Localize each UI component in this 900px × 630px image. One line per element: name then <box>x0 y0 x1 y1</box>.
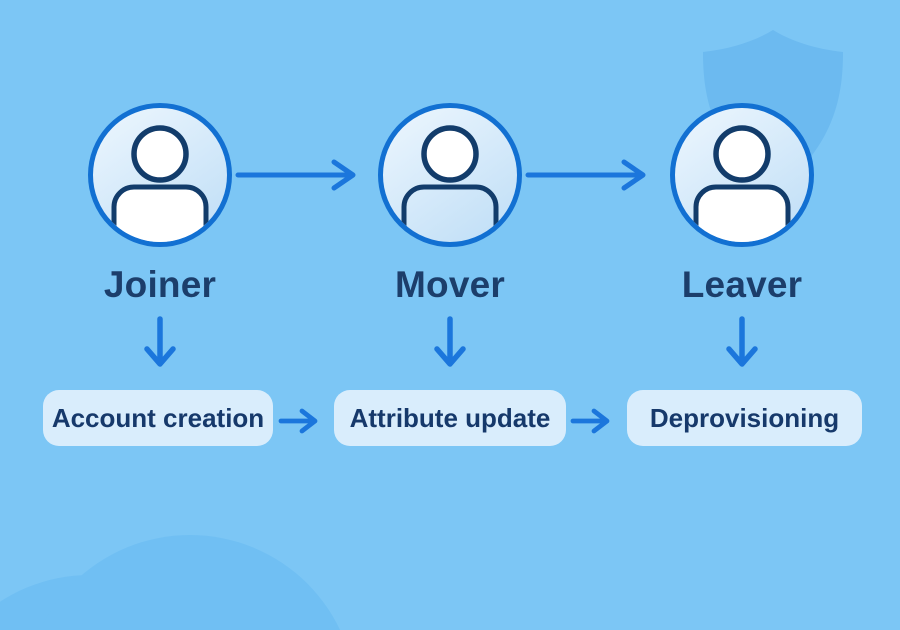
mover-label: Mover <box>395 264 505 305</box>
attribute-update-box: Attribute update <box>334 390 566 446</box>
arrow-right-icon <box>570 408 610 434</box>
arrow-down-icon <box>726 316 758 367</box>
arrow-down-icon <box>434 316 466 367</box>
mover-avatar <box>378 103 522 247</box>
arrow-right-icon <box>525 159 646 191</box>
deprovisioning-box: Deprovisioning <box>627 390 862 446</box>
cloud-icon <box>0 535 340 630</box>
joiner-label: Joiner <box>103 264 217 305</box>
arrow-down-icon <box>144 316 176 367</box>
arrow-right-icon <box>235 159 356 191</box>
leaver-avatar <box>670 103 814 247</box>
joiner-avatar <box>88 103 232 247</box>
account-creation-box: Account creation <box>43 390 273 446</box>
leaver-label: Leaver <box>681 264 803 305</box>
arrow-right-icon <box>278 408 318 434</box>
